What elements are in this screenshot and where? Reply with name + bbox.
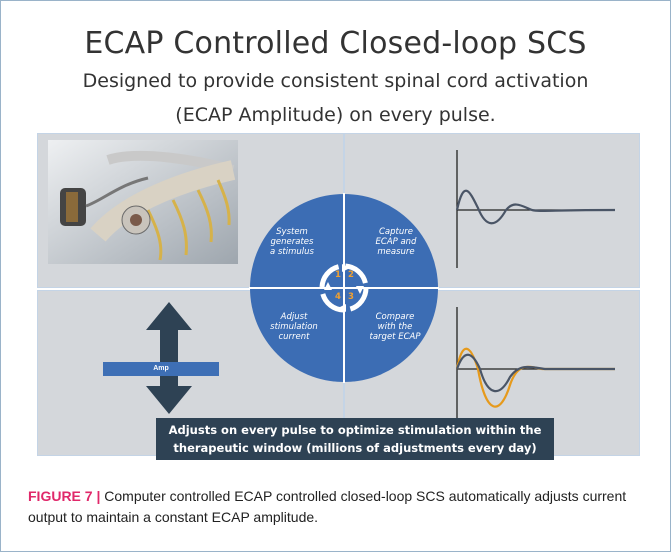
banner-line-2: therapeutic window (millions of adjustme… [173, 441, 537, 455]
step-3-number: 3 [348, 292, 354, 302]
caption-label: FIGURE 7 | [28, 488, 101, 504]
step-4-number: 4 [335, 292, 341, 302]
ecap-trace-top [455, 150, 616, 268]
subtitle-line-1: Designed to provide consistent spinal co… [82, 70, 589, 92]
spinal-cord-device-image [48, 140, 238, 264]
cycle-arrows-icon [324, 264, 364, 312]
step-2-number: 2 [348, 270, 354, 280]
banner-line-1: Adjusts on every pulse to optimize stimu… [168, 423, 542, 437]
double-arrow-icon [146, 302, 192, 414]
step-1-number: 1 [335, 270, 341, 280]
amp-label: Amp [103, 362, 219, 376]
adjustment-banner: Adjusts on every pulse to optimize stimu… [156, 418, 554, 460]
figure-title: ECAP Controlled Closed-loop SCS [84, 26, 587, 61]
caption-text: Computer controlled ECAP controlled clos… [28, 488, 627, 525]
cycle-circle [249, 193, 439, 383]
ecap-trace-bottom [455, 307, 615, 425]
figure-caption: FIGURE 7 | Computer controlled ECAP cont… [28, 486, 658, 528]
subtitle-line-2: (ECAP Amplitude) on every pulse. [175, 104, 496, 126]
